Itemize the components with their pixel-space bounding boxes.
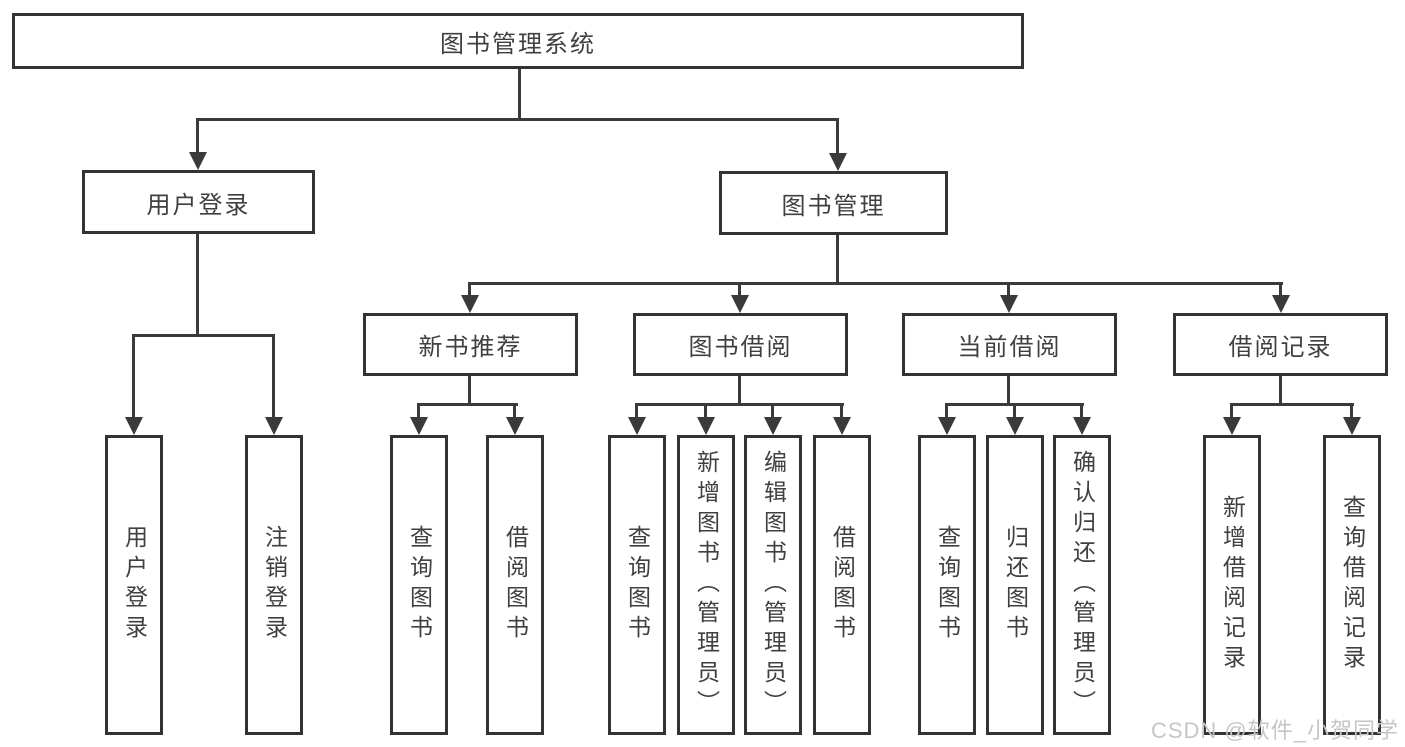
leaf-add-books-admin: 新增图书（管理员） — [677, 435, 735, 735]
connector-line — [840, 403, 843, 419]
arrow-down-icon — [189, 152, 207, 170]
connector-line — [417, 403, 518, 406]
arrow-down-icon — [461, 295, 479, 313]
connector-line — [196, 118, 199, 154]
leaf-logout: 注销登录 — [245, 435, 303, 735]
leaf-user-login-label: 用户登录 — [121, 525, 148, 645]
leaf-return-books-label: 归还图书 — [1002, 525, 1029, 645]
connector-line — [196, 233, 199, 337]
node-current-borrowing-label: 当前借阅 — [957, 334, 1062, 361]
connector-line — [196, 118, 839, 121]
arrow-down-icon — [1073, 417, 1091, 435]
connector-line — [1279, 376, 1282, 406]
leaf-query-books-a-label: 查询图书 — [406, 525, 433, 645]
arrow-down-icon — [938, 417, 956, 435]
leaf-add-borrow-record-label: 新增借阅记录 — [1219, 495, 1246, 675]
arrow-down-icon — [1343, 417, 1361, 435]
leaf-borrow-books-b: 借阅图书 — [813, 435, 871, 735]
leaf-edit-books-admin-label: 编辑图书（管理员） — [760, 450, 787, 720]
node-book-borrowing-label: 图书借阅 — [688, 334, 793, 361]
leaf-query-books-c: 查询图书 — [918, 435, 976, 735]
connector-line — [1080, 403, 1083, 419]
node-borrow-records: 借阅记录 — [1173, 313, 1388, 376]
connector-line — [635, 403, 844, 406]
connector-line — [468, 376, 471, 406]
leaf-query-books-c-label: 查询图书 — [934, 525, 961, 645]
node-book-management-label: 图书管理 — [781, 192, 886, 220]
leaf-confirm-return-admin-label: 确认归还（管理员） — [1069, 450, 1096, 720]
node-root-label: 图书管理系统 — [440, 30, 596, 58]
leaf-confirm-return-admin: 确认归还（管理员） — [1053, 435, 1111, 735]
arrow-down-icon — [506, 417, 524, 435]
connector-line — [1007, 376, 1010, 406]
node-book-management: 图书管理 — [719, 171, 948, 235]
node-new-book-recommend: 新书推荐 — [363, 313, 578, 376]
connector-line — [1007, 282, 1010, 297]
arrow-down-icon — [829, 153, 847, 171]
connector-line — [1279, 282, 1282, 297]
arrow-down-icon — [1000, 295, 1018, 313]
leaf-add-borrow-record: 新增借阅记录 — [1203, 435, 1261, 735]
connector-line — [1350, 403, 1353, 419]
leaf-user-login: 用户登录 — [105, 435, 163, 735]
connector-line — [738, 376, 741, 406]
leaf-borrow-books-a: 借阅图书 — [486, 435, 544, 735]
connector-line — [417, 403, 420, 419]
connector-line — [1230, 403, 1233, 419]
leaf-query-books-a: 查询图书 — [390, 435, 448, 735]
csdn-watermark: CSDN @软件_小贺同学 — [1150, 718, 1399, 743]
arrow-down-icon — [125, 417, 143, 435]
node-book-borrowing: 图书借阅 — [633, 313, 848, 376]
node-current-borrowing: 当前借阅 — [902, 313, 1117, 376]
leaf-borrow-books-a-label: 借阅图书 — [502, 525, 529, 645]
connector-line — [945, 403, 948, 419]
connector-line — [836, 235, 839, 285]
leaf-edit-books-admin: 编辑图书（管理员） — [744, 435, 802, 735]
connector-line — [1013, 403, 1016, 419]
connector-line — [468, 282, 1283, 285]
arrow-down-icon — [410, 417, 428, 435]
arrow-down-icon — [764, 417, 782, 435]
arrow-down-icon — [265, 417, 283, 435]
node-new-book-recommend-label: 新书推荐 — [418, 334, 523, 361]
connector-line — [518, 69, 521, 119]
arrow-down-icon — [1223, 417, 1241, 435]
arrow-down-icon — [1006, 417, 1024, 435]
connector-line — [635, 403, 638, 419]
connector-line — [1230, 403, 1354, 406]
leaf-logout-label: 注销登录 — [261, 525, 288, 645]
connector-line — [738, 282, 741, 297]
arrow-down-icon — [628, 417, 646, 435]
connector-line — [704, 403, 707, 419]
leaf-query-borrow-record-label: 查询借阅记录 — [1339, 495, 1366, 675]
connector-line — [513, 403, 516, 419]
node-borrow-records-label: 借阅记录 — [1228, 334, 1333, 361]
node-root: 图书管理系统 — [12, 13, 1024, 69]
leaf-borrow-books-b-label: 借阅图书 — [829, 525, 856, 645]
connector-line — [836, 118, 839, 154]
leaf-query-books-b-label: 查询图书 — [624, 525, 651, 645]
leaf-query-books-b: 查询图书 — [608, 435, 666, 735]
leaf-query-borrow-record: 查询借阅记录 — [1323, 435, 1381, 735]
connector-line — [468, 282, 471, 297]
connector-line — [132, 334, 135, 418]
arrow-down-icon — [731, 295, 749, 313]
connector-line — [132, 334, 275, 337]
leaf-add-books-admin-label: 新增图书（管理员） — [693, 450, 720, 720]
arrow-down-icon — [833, 417, 851, 435]
node-user-login: 用户登录 — [82, 170, 315, 234]
arrow-down-icon — [697, 417, 715, 435]
node-user-login-label: 用户登录 — [146, 191, 251, 219]
arrow-down-icon — [1272, 295, 1290, 313]
connector-line — [272, 334, 275, 418]
connector-line — [771, 403, 774, 419]
leaf-return-books: 归还图书 — [986, 435, 1044, 735]
